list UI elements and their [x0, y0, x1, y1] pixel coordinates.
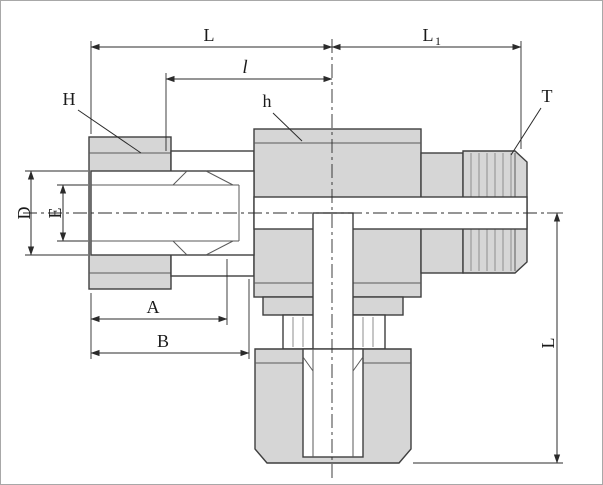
dimension-D: D [14, 170, 88, 256]
label-H: H [63, 89, 76, 109]
callout-h: h [263, 91, 303, 142]
dimension-L1: L 1 [331, 25, 522, 149]
back-ferrule-line [172, 170, 188, 186]
dimension-A: A [90, 259, 228, 359]
vertical-bore [312, 212, 354, 350]
label-B: B [157, 331, 169, 351]
label-L1: L [423, 25, 434, 45]
front-ferrule-line [205, 170, 234, 186]
dimension-ell: l [165, 57, 333, 151]
dimension-E: E [45, 184, 88, 242]
label-L-right: L [538, 338, 558, 349]
label-T: T [542, 86, 553, 106]
branch-tube-channel [302, 348, 364, 458]
label-ell: l [242, 57, 247, 78]
label-A: A [147, 297, 160, 317]
dimension-B: B [90, 279, 250, 359]
label-E: E [45, 208, 65, 219]
callout-H: H [63, 89, 142, 154]
label-D: D [14, 207, 34, 220]
fitting-body [88, 128, 528, 464]
branch-ferrule-line [302, 356, 314, 372]
label-L-top: L [204, 25, 215, 45]
callout-T: T [510, 86, 553, 156]
dimension-L-right: L [413, 212, 563, 464]
label-L1-subscript: 1 [435, 34, 441, 48]
label-h: h [263, 91, 272, 111]
